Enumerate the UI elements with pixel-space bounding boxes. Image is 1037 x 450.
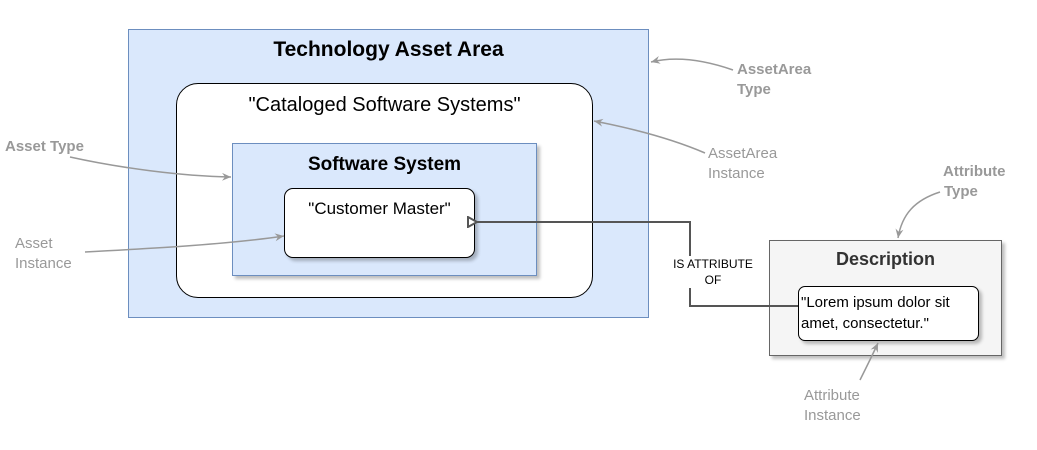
attribute-instance-annotation: Attribute Instance: [804, 386, 861, 426]
attribute-instance-box[interactable]: [798, 286, 979, 341]
asset-instance-pointer: [84, 233, 285, 253]
is-attribute-of-label: IS ATTRIBUTE OF: [668, 256, 758, 288]
asset-instance-box[interactable]: [284, 188, 475, 258]
annotation-line: Asset Type: [5, 138, 84, 155]
annotation-line: Instance: [804, 407, 861, 424]
asset-area-type-annotation: AssetArea Type: [737, 60, 811, 100]
asset-area-instance-pointer: [593, 118, 706, 154]
attribute-type-pointer: [895, 191, 941, 239]
annotation-line: Attribute: [804, 387, 860, 404]
annotation-line: Attribute: [943, 163, 1006, 180]
attribute-type-title: Description: [835, 249, 936, 269]
attribute-instance-label: "Lorem ipsum dolor sit amet, consectetur…: [801, 292, 979, 334]
relationship-line-1: IS ATTRIBUTE: [673, 257, 753, 271]
asset-type-annotation: Asset Type: [5, 137, 84, 157]
annotation-line: Type: [944, 183, 978, 200]
annotation-line: Instance: [15, 255, 72, 272]
attribute-instance-pointer: [859, 342, 879, 381]
attribute-type-annotation: Attribute Type: [943, 162, 1006, 202]
attribute-instance-line-2: amet, consectetur.": [801, 315, 929, 332]
asset-area-title: Technology Asset Area: [273, 38, 504, 61]
asset-area-type-pointer: [650, 56, 734, 71]
annotation-line: Type: [737, 81, 771, 98]
attribute-instance-line-1: "Lorem ipsum dolor sit: [801, 294, 950, 311]
asset-area-instance-annotation: AssetArea Instance: [708, 144, 777, 184]
asset-instance-annotation: Asset Instance: [15, 234, 72, 274]
asset-type-title: Software System: [307, 154, 462, 175]
asset-instance-label: "Customer Master": [308, 199, 451, 218]
annotation-line: Asset: [15, 235, 53, 252]
asset-type-pointer: [69, 156, 232, 181]
asset-area-instance-title: "Cataloged Software Systems": [248, 94, 521, 116]
relationship-line-2: OF: [704, 273, 722, 287]
annotation-line: Instance: [708, 165, 765, 182]
annotation-line: AssetArea: [737, 61, 812, 78]
annotation-line: AssetArea: [708, 145, 778, 162]
